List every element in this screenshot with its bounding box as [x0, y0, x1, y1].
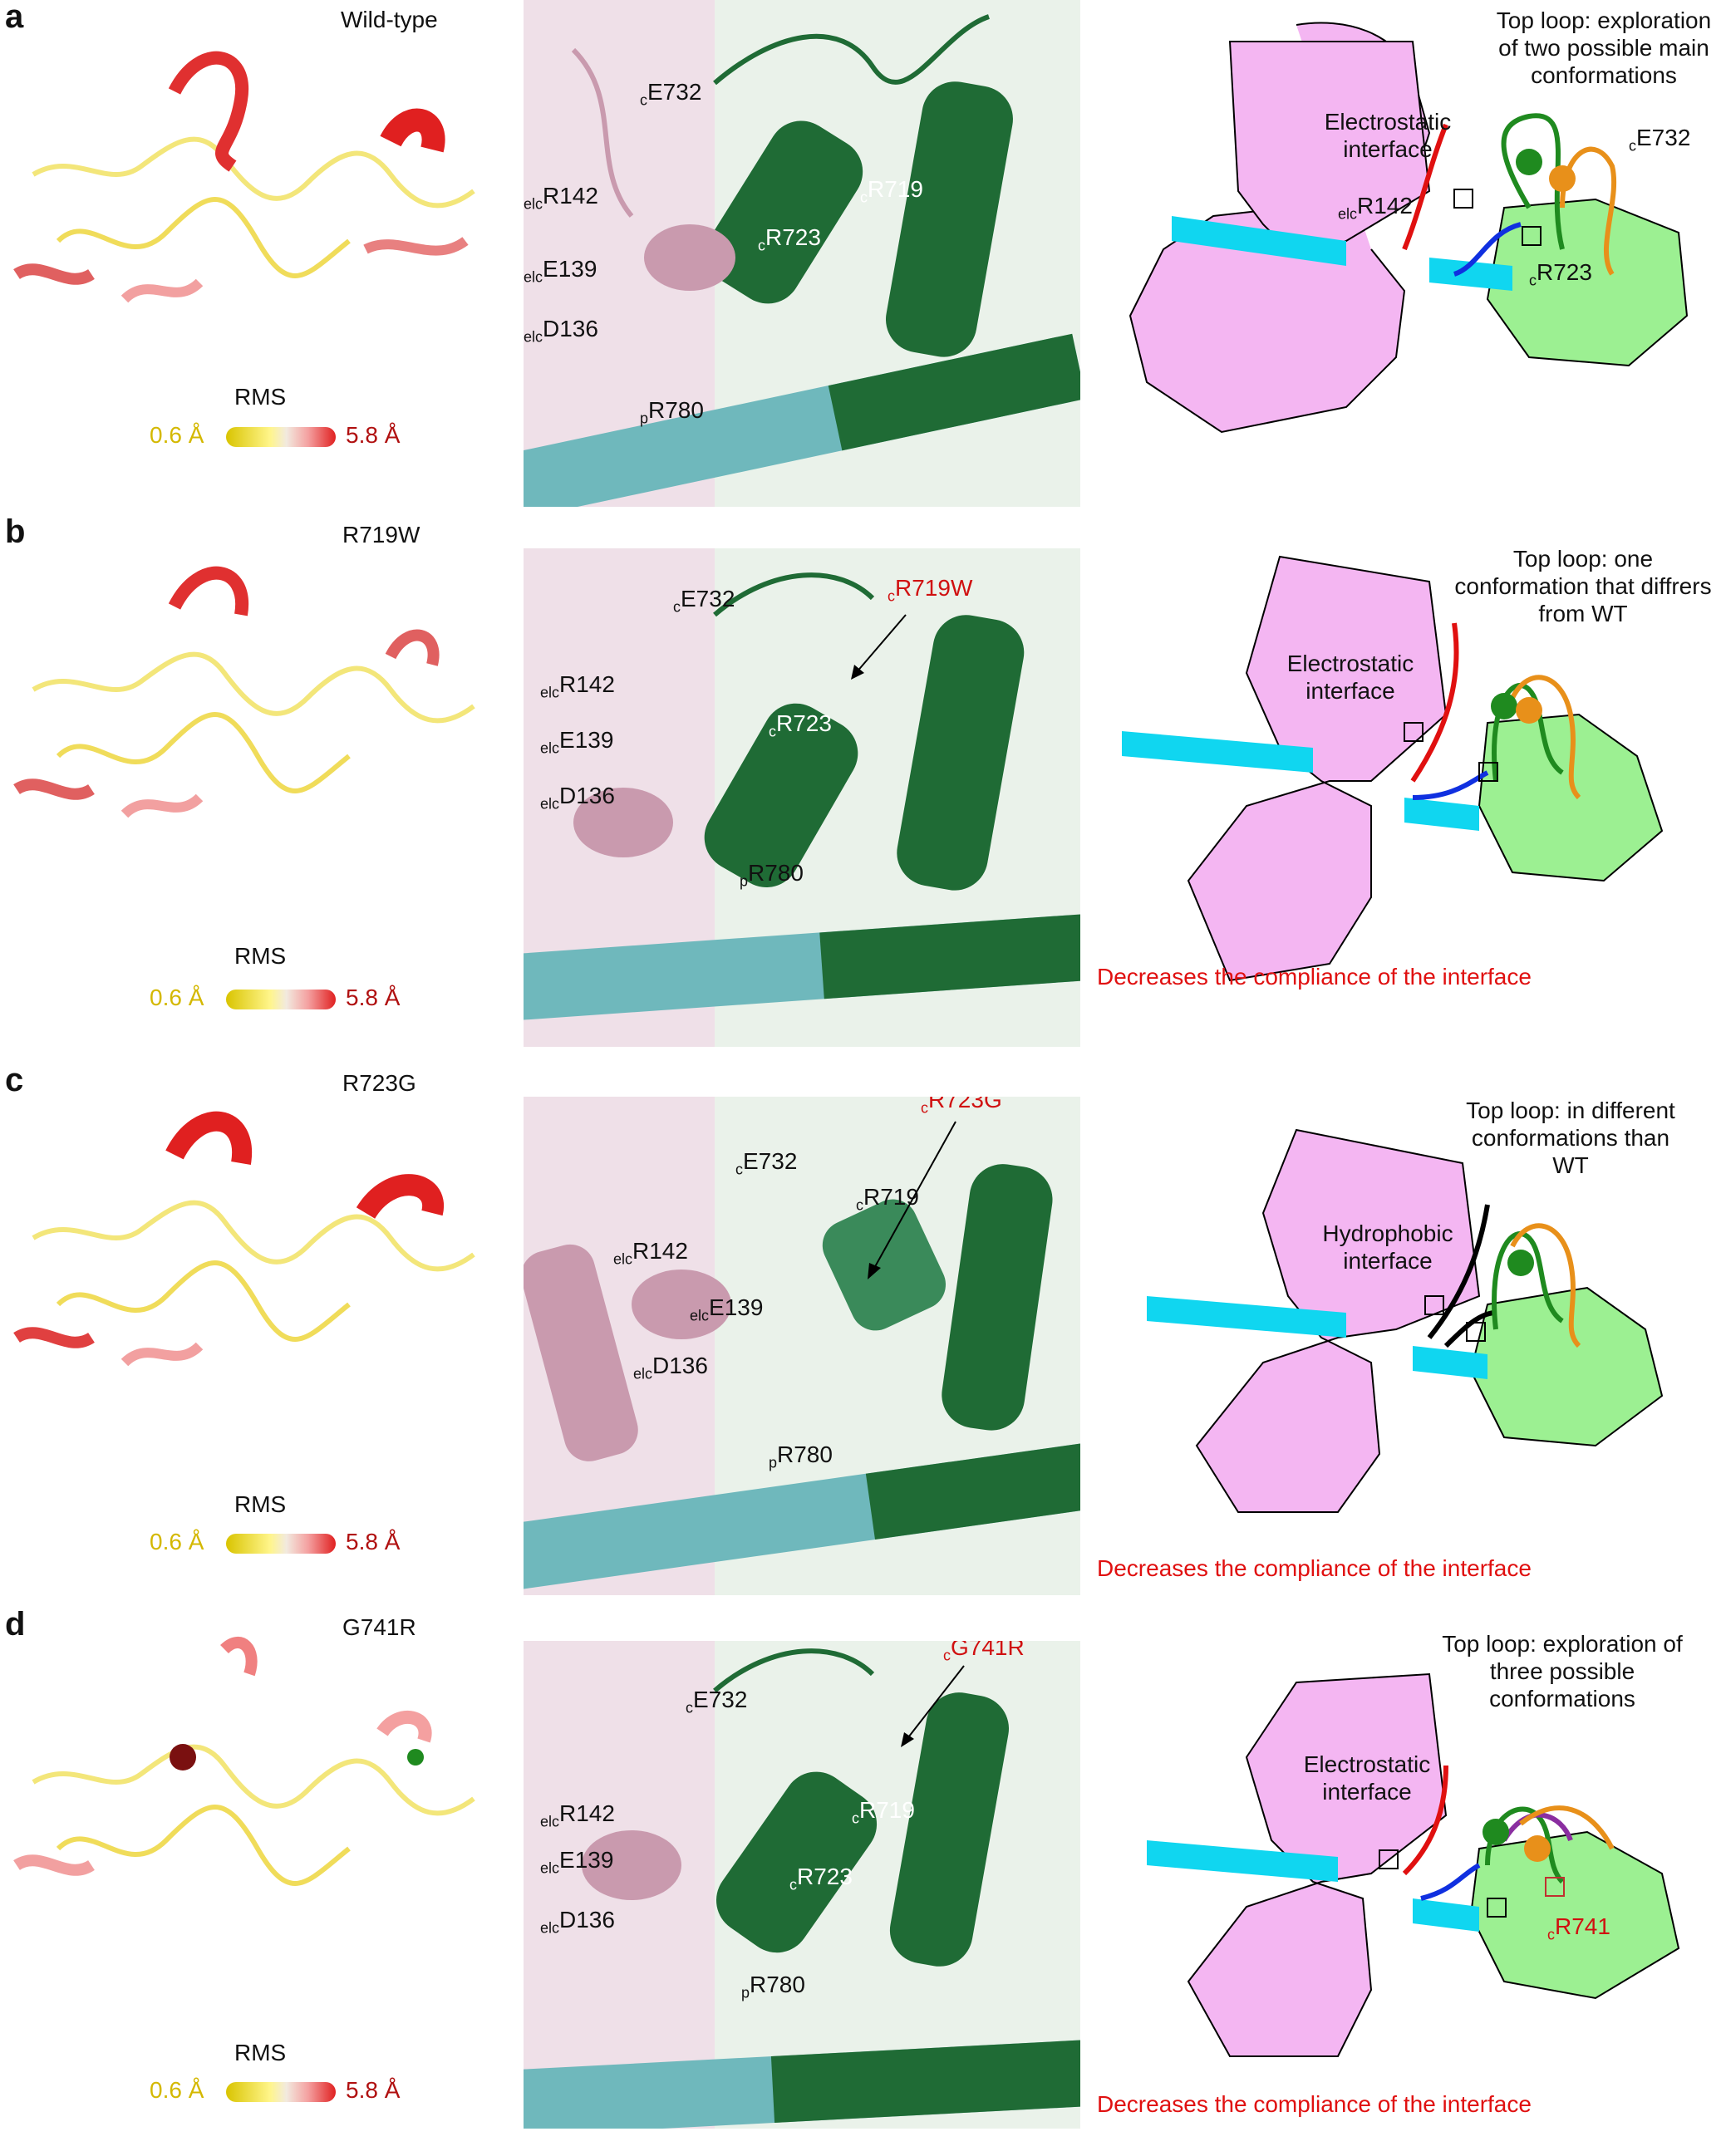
residue-label-r142: elcR142 — [524, 183, 598, 213]
sketch-title: Top loop: one conformation that diffrers… — [1454, 546, 1712, 627]
residue-label-r142: elcR142 — [540, 1800, 615, 1830]
variant-label: G741R — [342, 1614, 416, 1640]
rms-min: 0.6 Å — [150, 2077, 204, 2103]
sketch-interface-label: Electrostatic interface — [1324, 109, 1452, 163]
rms-label: RMS — [234, 943, 287, 969]
residue-label-d136: elcD136 — [633, 1353, 708, 1382]
panel-letter: c — [5, 1062, 24, 1098]
rms-label: RMS — [234, 2040, 287, 2065]
structure-drawing — [524, 0, 1080, 507]
residue-label-r780: pR780 — [640, 397, 704, 427]
residue-label-e732: cE732 — [735, 1148, 798, 1178]
rms-label: RMS — [234, 1491, 287, 1517]
residue-label-r719: cR719 — [852, 1797, 915, 1827]
residue-label-r719: cR719 — [860, 176, 923, 206]
sketch-label-e732: cE732 — [1629, 125, 1691, 155]
mutation-arrow — [901, 1665, 965, 1747]
rms-min: 0.6 Å — [150, 422, 204, 448]
sketch-interface-label: Electrostatic interface — [1303, 1751, 1431, 1805]
interface-sketch — [1147, 1672, 1680, 2057]
rms-tube-model — [13, 51, 475, 303]
residue-label-d136: elcD136 — [524, 316, 598, 346]
sketch-label-r741: cR741 — [1547, 1913, 1610, 1943]
sketch-label-r142: elcR142 — [1338, 193, 1413, 223]
rms-max: 5.8 Å — [346, 985, 401, 1010]
panel-letter: d — [5, 1606, 26, 1643]
sketch-interface-label: Hydrophobic interface — [1322, 1220, 1453, 1274]
sketch-interface-label: Electrostatic interface — [1286, 651, 1414, 705]
variant-label: R719W — [342, 522, 420, 548]
interface-sketch — [1122, 555, 1664, 982]
rms-max: 5.8 Å — [346, 422, 401, 448]
sketch-label-r723: cR723 — [1529, 259, 1592, 289]
rms-tube-model — [13, 566, 475, 818]
mutation-arrow — [851, 614, 907, 680]
residue-label-e139: elcE139 — [690, 1294, 764, 1324]
panel-a: a Wild-type RMS 0.6 Å 5.8 Å cE732 elcR14… — [0, 0, 1721, 532]
compliance-note: Decreases the compliance of the interfac… — [1097, 964, 1532, 990]
structure-drawing — [524, 1641, 1080, 2129]
rms-max: 5.8 Å — [346, 1529, 401, 1554]
residue-label-r723: cR723 — [789, 1864, 853, 1893]
residue-label-r723: cR723 — [758, 224, 821, 254]
sketch-title: Top loop: exploration of two possible ma… — [1496, 7, 1712, 89]
mutation-label: cR723G — [921, 1097, 1002, 1117]
residue-label-r142: elcR142 — [613, 1238, 688, 1268]
residue-label-r780: pR780 — [740, 860, 804, 890]
structure-image: cE732 elcR142 elcE139 elcD136 pR780 cR72… — [524, 1641, 1080, 2129]
variant-label: R723G — [342, 1070, 416, 1096]
residue-label-d136: elcD136 — [540, 1907, 615, 1937]
residue-label-r780: pR780 — [741, 1972, 805, 2001]
residue-label-r142: elcR142 — [540, 671, 615, 701]
rms-min: 0.6 Å — [150, 1529, 204, 1554]
panel-b: b R719W RMS 0.6 Å 5.8 Å cE732 elcR142 el… — [0, 513, 1721, 1047]
compliance-note: Decreases the compliance of the interfac… — [1097, 2091, 1532, 2117]
panel-letter: b — [5, 513, 26, 550]
sketch-title: Top loop: in different conformations tha… — [1466, 1098, 1675, 1179]
rms-color-bar — [226, 1534, 336, 1554]
rms-tube-model — [13, 1111, 475, 1367]
mutation-arrow — [868, 1121, 956, 1279]
structure-drawing — [524, 548, 1080, 1047]
residue-label-e732: cE732 — [673, 586, 735, 616]
residue-label-e732: cE732 — [686, 1687, 748, 1716]
residue-label-d136: elcD136 — [540, 783, 615, 813]
mutation-label: cR719W — [888, 575, 973, 605]
residue-label-r723: cR723 — [769, 710, 832, 740]
structure-image: cE732 elcR142 elcE139 elcD136 pR780 cR72… — [524, 0, 1080, 507]
panel-d: d G741R RMS 0.6 Å 5.8 Å cE732 elcR142 el… — [0, 1606, 1721, 2139]
residue-label-e732: cE732 — [640, 79, 702, 109]
panel-c: c R723G RMS 0.6 Å 5.8 Å cE732 elcR142 el… — [0, 1062, 1721, 1595]
compliance-note: Decreases the compliance of the interfac… — [1097, 1555, 1532, 1581]
rms-color-bar — [226, 990, 336, 1009]
interface-sketch — [1147, 1128, 1664, 1513]
mutation-label: cG741R — [943, 1641, 1025, 1664]
sketch-title: Top loop: exploration of three possible … — [1442, 1631, 1683, 1712]
residue-label-e139: elcE139 — [524, 256, 597, 286]
interface-sketch — [1128, 22, 1689, 434]
structure-image: cE732 elcR142 elcE139 elcD136 pR780 cR72… — [524, 548, 1080, 1047]
residue-label-e139: elcE139 — [540, 727, 614, 757]
rms-tube-model — [13, 1637, 475, 1886]
rms-max: 5.8 Å — [346, 2077, 401, 2103]
rms-label: RMS — [234, 384, 287, 410]
variant-label: Wild-type — [341, 7, 438, 32]
residue-label-e139: elcE139 — [540, 1847, 614, 1877]
structure-image: cE732 elcR142 elcE139 elcD136 pR780 cR71… — [524, 1097, 1080, 1595]
rms-min: 0.6 Å — [150, 985, 204, 1010]
rms-color-bar — [226, 427, 336, 447]
panel-letter: a — [5, 0, 24, 35]
residue-label-r780: pR780 — [769, 1441, 833, 1471]
structure-drawing — [524, 1097, 1080, 1595]
residue-label-r719: cR719 — [856, 1184, 919, 1214]
rms-color-bar — [226, 2082, 336, 2102]
